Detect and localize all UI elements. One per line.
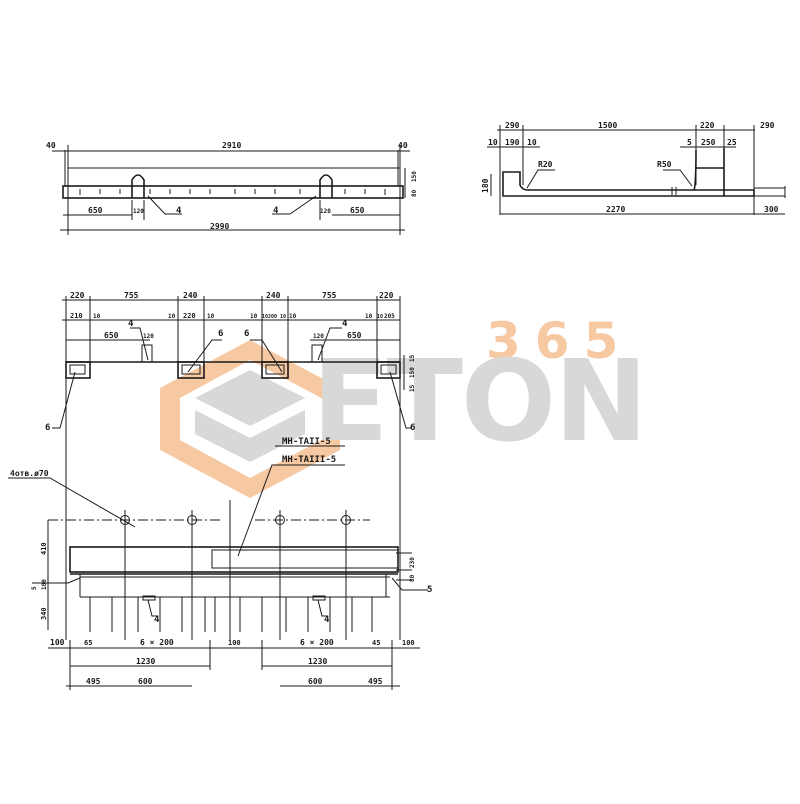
plan-dim-row2-right-b: 10	[377, 314, 383, 320]
plan-bottom1-3: 100	[228, 639, 241, 647]
dim-right-b: 290	[760, 121, 775, 130]
plan-left-vdim-1: 100	[41, 579, 48, 590]
mark-label-1: МН-ТАII-5	[282, 437, 331, 447]
plan-right-lower-vdim-1: 80	[409, 574, 416, 582]
plan-left-small-label: 5	[31, 586, 38, 590]
plan-bottom1-4: 6 × 200	[300, 638, 334, 647]
plan-dim-row2-left-b: 10	[93, 313, 101, 320]
dim-overall-top: 2910	[222, 141, 241, 150]
plan-dim-row2-left-a: 210	[70, 312, 83, 320]
plan-dim-top-4: 755	[322, 291, 337, 300]
plan-dim-row2-mid2-c: 200	[268, 314, 277, 320]
dim-right-end: 40	[398, 141, 408, 150]
dim-left-segment: 650	[88, 206, 103, 215]
plan-bottom1-1: 65	[84, 639, 92, 647]
dim-right-loop: 120	[320, 208, 331, 215]
dim-left-wall2: 10	[527, 138, 537, 147]
plan-view: 220 755 240 240 755 220 210 10 10 220 10…	[8, 291, 432, 690]
dim-left-end: 40	[46, 141, 56, 150]
plan-right-vdim-0: 15	[409, 354, 416, 362]
plan-bottom1-0: 100	[50, 638, 65, 647]
plan-dim-top-1: 755	[124, 291, 139, 300]
plan-right-lower-vdim-0: 230	[409, 557, 416, 568]
plan-dim-row2-mid2-b: 10	[262, 314, 268, 320]
plan-left-vdim-0: 410	[40, 542, 48, 555]
dim-bottom-right: 300	[764, 205, 779, 214]
plan-dim-row3-right-seg: 650	[347, 331, 362, 340]
plan-dim-row2-mid1-c: 10	[207, 313, 215, 320]
plan-dim-row2-mid1-a: 10	[168, 313, 176, 320]
callout-right-side: 6	[410, 423, 415, 433]
dim-height: 180	[481, 178, 490, 193]
plan-right-vdim-2: 15	[409, 384, 416, 392]
callout-top-3: 4	[342, 319, 348, 329]
plan-dim-top-5: 220	[379, 291, 394, 300]
callout-right: 4	[273, 206, 279, 216]
plan-bottom3-3: 495	[368, 677, 383, 686]
radius-right: R50	[657, 160, 672, 169]
plan-bottom3-2: 600	[308, 677, 323, 686]
plan-bottom1-6: 100	[402, 639, 415, 647]
callout-left: 4	[176, 206, 182, 216]
plan-dim-top-3: 240	[266, 291, 281, 300]
dim-left-loop: 120	[133, 208, 144, 215]
dim-right-gap: 5	[687, 138, 692, 147]
plan-right-vdim-1: 150	[409, 367, 416, 378]
dim-left-inner: 190	[505, 138, 520, 147]
holes-label: 4отв.ø70	[10, 469, 49, 478]
dim-overall-bottom: 2990	[210, 222, 229, 231]
callout-lower-0: 4	[154, 615, 160, 625]
dim-height-lower: 80	[411, 189, 418, 197]
radius-left: R20	[538, 160, 553, 169]
plan-bottom2-0: 1230	[136, 657, 155, 666]
watermark-text: ETON	[312, 337, 646, 467]
plan-dim-row3-left-seg: 650	[104, 331, 119, 340]
plan-dim-row2-mid1-b: 220	[183, 312, 196, 320]
callout-left-side: 6	[45, 423, 50, 433]
plan-dim-row2-mid2-a: 10	[250, 313, 258, 320]
mark-label-2: МН-ТАIII-5	[282, 455, 336, 465]
plan-bottom3-1: 600	[138, 677, 153, 686]
dim-right-segment: 650	[350, 206, 365, 215]
callout-lower-1: 4	[324, 615, 330, 625]
watermark: 365 ETON	[160, 312, 648, 498]
plan-dim-row2-right-c: 205	[384, 313, 395, 320]
plan-dim-top-2: 240	[183, 291, 198, 300]
plan-left-vdim-2: 340	[40, 607, 48, 620]
dim-center-top: 1500	[598, 121, 617, 130]
dim-height-upper: 150	[411, 171, 418, 182]
dim-bottom: 2270	[606, 205, 625, 214]
plan-dim-top-0: 220	[70, 291, 85, 300]
section-view: 290 1500 220 290 10 190 10 5 250 25 R20 …	[481, 121, 786, 215]
dim-left-top: 290	[505, 121, 520, 130]
plan-dim-row3-right-loop: 120	[313, 333, 324, 340]
dim-right-a: 220	[700, 121, 715, 130]
plan-dim-row2-mid2-e: 10	[289, 313, 297, 320]
dim-right-inner: 250	[701, 138, 716, 147]
callout-top-2: 6	[244, 329, 249, 339]
plan-dim-row3-left-loop: 120	[143, 333, 154, 340]
plan-bottom1-2: 6 × 200	[140, 638, 174, 647]
dim-left-wall: 10	[488, 138, 498, 147]
plan-bottom3-0: 495	[86, 677, 101, 686]
elevation-view: 40 2910 40 650 120 120 650 2990 4 4 150 …	[46, 141, 418, 235]
callout-right-lower: 5	[427, 585, 432, 595]
callout-top-0: 4	[128, 319, 134, 329]
watermark-number: 365	[486, 312, 632, 370]
callout-top-1: 6	[218, 329, 223, 339]
plan-bottom2-1: 1230	[308, 657, 327, 666]
plan-dim-row2-right-a: 10	[365, 313, 373, 320]
dim-right-wall: 25	[727, 138, 737, 147]
plan-dim-row2-mid2-d: 10	[280, 314, 286, 320]
plan-bottom1-5: 45	[372, 639, 380, 647]
